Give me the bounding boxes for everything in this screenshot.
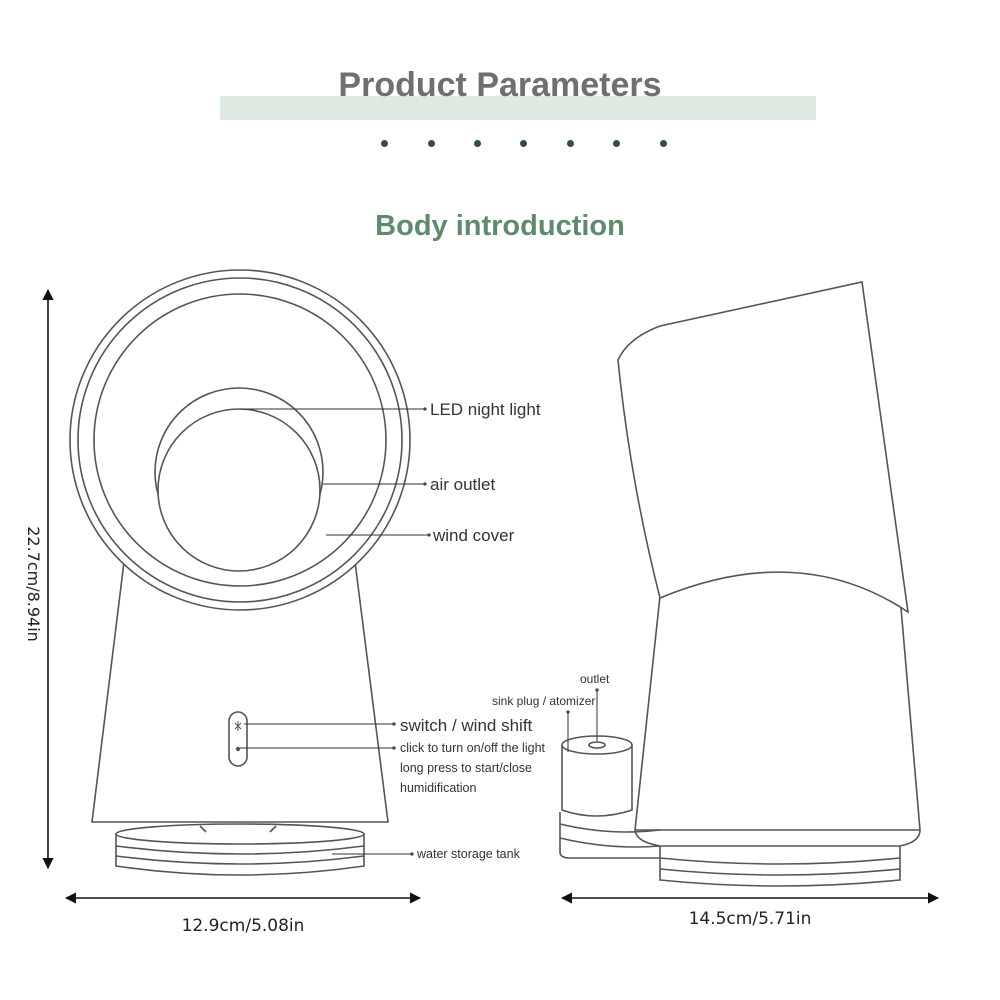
decor-dot [474, 140, 481, 147]
label-sink-plug-atomizer: sink plug / atomizer [492, 694, 595, 708]
side-leader-lines [566, 688, 599, 752]
label-switch-wind-shift: switch / wind shift [400, 716, 533, 735]
section-title: Body introduction [375, 210, 625, 242]
decor-dot [520, 140, 527, 147]
decorative-dot-row [0, 140, 1000, 150]
switch-panel [228, 711, 248, 767]
front-leader-lines [240, 407, 431, 856]
decor-dot [613, 140, 620, 147]
water-tank-top [115, 823, 365, 845]
side-wind-cover [617, 281, 910, 614]
air-outlet-circle [157, 408, 321, 572]
water-tank-body [115, 834, 365, 876]
front-view [69, 269, 411, 876]
label-air-outlet: air outlet [430, 475, 495, 494]
label-instruction-2: long press to start/close [400, 761, 532, 775]
side-view [559, 281, 921, 887]
decor-dot [428, 140, 435, 147]
front-base-body [91, 561, 389, 823]
label-instruction-1: click to turn on/off the light [400, 741, 546, 755]
dimension-arrows [42, 288, 940, 904]
side-base-body [634, 595, 921, 831]
page-title: Product Parameters [338, 66, 662, 104]
fan-icon [234, 721, 242, 731]
decor-dot [381, 140, 388, 147]
label-instruction-3: humidification [400, 781, 476, 795]
outlet-hole [588, 741, 606, 749]
label-water-storage-tank: water storage tank [416, 847, 521, 861]
side-water-tank [659, 846, 901, 887]
label-outlet: outlet [580, 672, 610, 686]
decor-dot [660, 140, 667, 147]
light-dot-icon [235, 746, 241, 752]
wind-cover-ring [77, 277, 403, 603]
sink-plug-cup [561, 745, 633, 817]
wind-cover-inner-ring [93, 293, 387, 587]
height-dimension-label: 22.7cm/8.94in [24, 526, 43, 642]
decor-dot [567, 140, 574, 147]
front-width-label: 12.9cm/5.08in [182, 916, 305, 936]
label-led-night-light: LED night light [430, 400, 541, 419]
label-wind-cover: wind cover [432, 526, 515, 545]
atomizer-tray [559, 812, 660, 859]
side-width-label: 14.5cm/5.71in [689, 909, 812, 929]
title-highlight-band [220, 96, 816, 120]
